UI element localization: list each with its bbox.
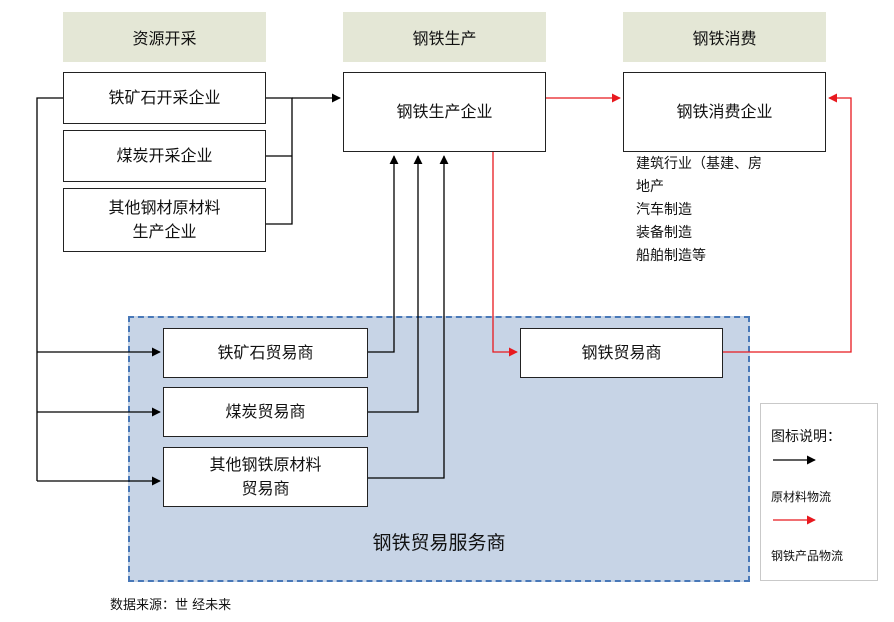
consumer-industry-item: 建筑行业（基建、房 (636, 156, 762, 172)
consumer-industries-list: 建筑行业（基建、房 地产 汽车制造 装备制造 船舶制造等 (636, 153, 762, 268)
box-steel-consumer: 钢铁消费企业 (623, 72, 826, 152)
box-coal-mining: 煤炭开采企业 (63, 130, 266, 182)
mining-bracket (266, 97, 293, 225)
consumer-industry-item: 装备制造 (636, 225, 692, 241)
arrow-producer-to-steel-trader (492, 152, 518, 357)
box-coal-trader: 煤炭贸易商 (163, 387, 368, 437)
consumer-industry-item: 地产 (636, 179, 664, 195)
data-source-note: 数据来源：世 经未来 (110, 598, 232, 613)
arrow-steel-trader-to-consumer (723, 93, 852, 353)
box-steel-trader: 钢铁贸易商 (520, 328, 723, 378)
box-steel-producer: 钢铁生产企业 (343, 72, 546, 152)
legend-steel-product-flow: 钢铁产品物流 (771, 549, 844, 563)
box-iron-ore-trader: 铁矿石贸易商 (163, 328, 368, 378)
consumer-industry-item: 汽车制造 (636, 202, 692, 218)
header-resource-mining: 资源开采 (63, 12, 266, 62)
mining-to-traders-line (36, 97, 63, 481)
box-other-raw-materials: 其他钢材原材料 生产企业 (63, 188, 266, 252)
arrow-other-trader-to-producer (368, 155, 449, 479)
header-steel-production: 钢铁生产 (343, 12, 546, 62)
legend-raw-material-flow: 原材料物流 (771, 490, 832, 504)
box-iron-ore-mining: 铁矿石开采企业 (63, 72, 266, 124)
header-steel-consumption: 钢铁消费 (623, 12, 826, 62)
arrow-coal-trader-to-producer (368, 155, 423, 413)
consumer-industry-item: 船舶制造等 (636, 248, 706, 264)
arrow-iron-ore-trader-to-producer (368, 155, 399, 353)
trade-service-region-label: 钢铁贸易服务商 (372, 532, 506, 554)
box-other-raw-trader: 其他钢铁原材料 贸易商 (163, 447, 368, 507)
legend-title: 图标说明： (771, 429, 841, 445)
legend: 图标说明： 原材料物流 钢铁产品物流 (760, 403, 878, 581)
